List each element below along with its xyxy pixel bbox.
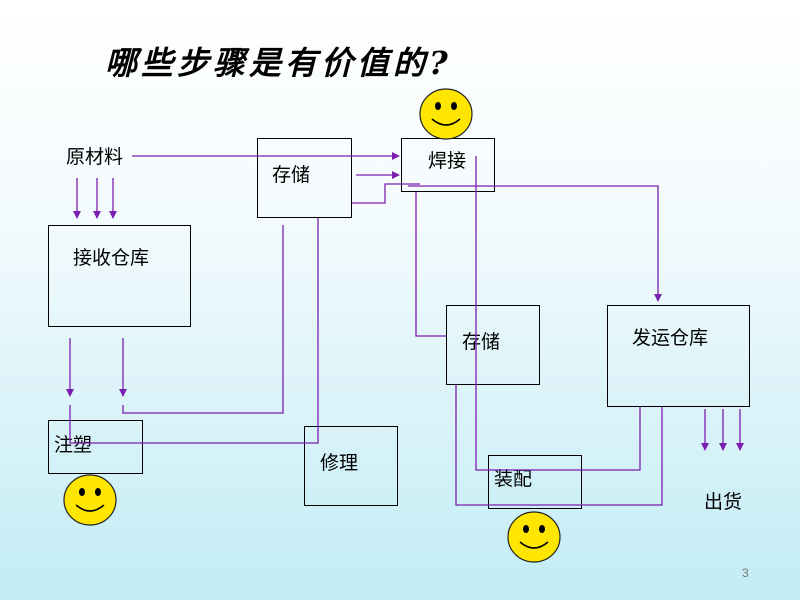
storage-box-mid: [446, 305, 540, 385]
storage-mid-label: 存储: [462, 331, 501, 353]
smiley-face-icon: [419, 88, 473, 140]
shipping-warehouse-box: [607, 305, 750, 407]
welding-to-assembly-path: [475, 156, 641, 471]
page-title: 哪些步骤是有价值的?: [105, 44, 452, 82]
repair-to-molding-path: [69, 218, 319, 444]
storage-to-welding-path: [352, 183, 420, 204]
injection-molding-label: 注塑: [54, 434, 93, 456]
raw-material-label: 原材料: [66, 146, 124, 168]
assembly-label: 装配: [494, 468, 533, 490]
injection-molding-box: [48, 420, 143, 474]
storage-mid-to-shipping-path: [455, 385, 663, 506]
repair-box: [304, 426, 398, 506]
smiley-face-icon: [63, 474, 117, 526]
assembly-box: [488, 455, 582, 509]
smiley-face-icon: [507, 511, 561, 563]
shipping-warehouse-label: 发运仓库: [632, 327, 709, 349]
welding-to-shipping-arrow: [408, 185, 662, 302]
receiving-warehouse-box: [48, 225, 191, 327]
welding-label: 焊接: [428, 150, 467, 172]
storage-to-molding-path: [122, 225, 284, 414]
page-number: 3: [742, 566, 749, 580]
repair-label: 修理: [320, 452, 359, 474]
welding-to-storage-mid-path: [415, 192, 446, 337]
shipment-label: 出货: [704, 491, 743, 513]
storage-top-label: 存储: [272, 164, 311, 186]
receiving-warehouse-label: 接收仓库: [73, 247, 150, 269]
storage-box-top: [257, 138, 352, 218]
